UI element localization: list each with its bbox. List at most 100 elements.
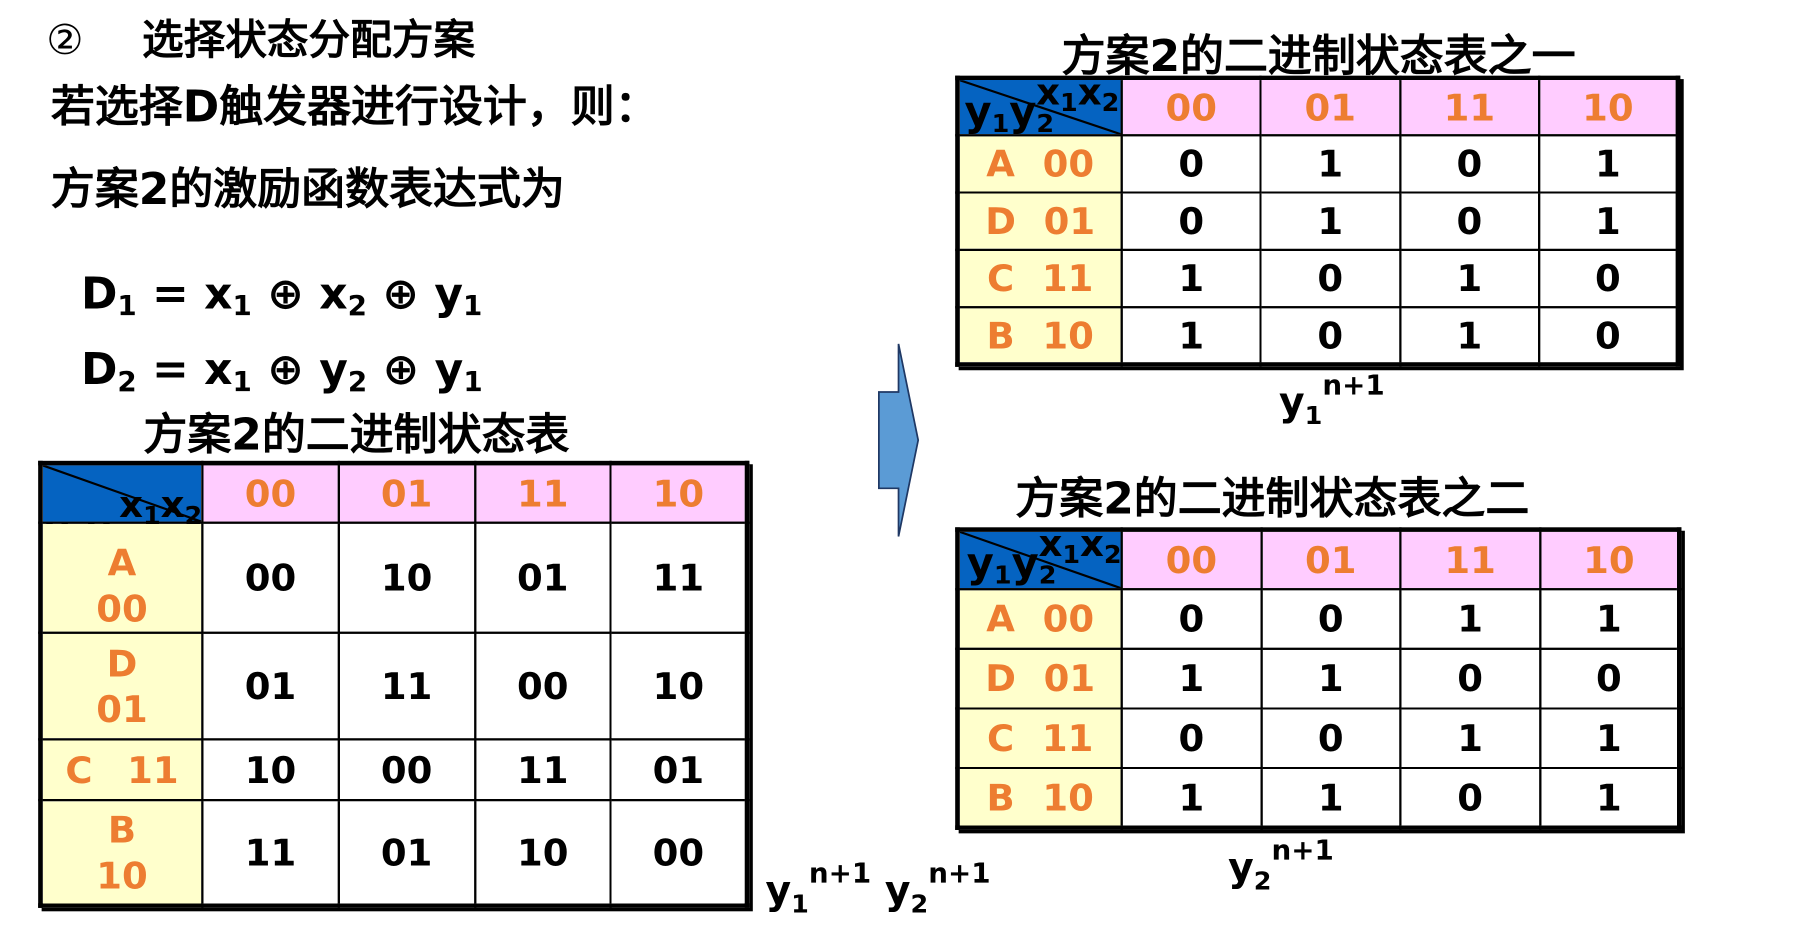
- column-header: 11: [473, 461, 613, 524]
- table-two-output-label: y2n+1: [1228, 834, 1334, 897]
- corner-input-label: x1x2: [1036, 69, 1120, 119]
- corner-cell: x1x2 y1y2: [39, 461, 204, 554]
- table-cell: 1: [1120, 306, 1262, 366]
- table-cell: 1: [1537, 134, 1680, 194]
- table-cell: 1: [1538, 766, 1681, 829]
- formula-d2: D2 = x1 ⊕ y2 ⊕ y1: [80, 343, 483, 398]
- table-cell: 0: [1398, 134, 1541, 194]
- diagonal-line-icon: [42, 465, 202, 522]
- corner-input-label: x1x2: [1038, 521, 1122, 570]
- table-cell: 10: [337, 521, 476, 634]
- table-cell: 01: [201, 631, 340, 741]
- table-header-row: x1x2 y1y2 00 01 11 10: [956, 73, 1680, 139]
- corner-state-label: y1y2: [964, 88, 1055, 139]
- table-cell: 00: [337, 738, 476, 802]
- table-header-row: x1x2 y1y2 00 01 11 10: [39, 461, 749, 554]
- table-cell: 10: [201, 738, 340, 802]
- right-arrow-icon: [877, 343, 920, 537]
- diagonal-line-icon: [959, 80, 1121, 135]
- table-cell: 0: [1120, 707, 1263, 770]
- table-cell: 00: [201, 521, 340, 634]
- table-cell: 0: [1259, 588, 1402, 650]
- column-header: 10: [1538, 528, 1681, 591]
- intro-line: 若选择D触发器进行设计，则：: [50, 81, 659, 132]
- table-cell: 10: [473, 798, 613, 907]
- table-cell: 1: [1259, 134, 1401, 194]
- table-cell: 1: [1399, 588, 1541, 650]
- table-one-title: 方案2的二进制状态表之一: [1061, 30, 1576, 82]
- table-cell: 0: [1399, 647, 1541, 710]
- table-cell: 1: [1399, 707, 1541, 770]
- table-cell: 0: [1398, 191, 1541, 252]
- table-cell: 00: [473, 631, 613, 741]
- table-header-row: x1x2 y1y2 00 01 11 10: [956, 525, 1681, 591]
- column-header: 00: [201, 461, 340, 524]
- table-cell: 1: [1120, 248, 1262, 309]
- column-header: 11: [1399, 528, 1541, 591]
- column-header: 10: [609, 461, 749, 524]
- table-cell: 1: [1259, 191, 1401, 252]
- column-header: 00: [1120, 528, 1263, 591]
- main-table-output-label: y1n+1 y2n+1: [765, 857, 991, 920]
- main-state-table: x1x2 y1y2 00 01 11 10 A00 00 10 01 11 D0…: [38, 460, 750, 908]
- table-two-title: 方案2的二进制状态表之二: [1015, 473, 1530, 524]
- table-cell: 01: [609, 738, 749, 802]
- table-cell: 0: [1120, 588, 1263, 650]
- diagonal-line-icon: [959, 531, 1121, 589]
- column-header: 01: [337, 461, 476, 524]
- circled-two-icon: ②: [46, 17, 84, 65]
- main-table-title: 方案2的二进制状态表: [143, 409, 570, 460]
- table-cell: 11: [609, 521, 749, 634]
- table-cell: 1: [1120, 647, 1263, 710]
- table-cell: 1: [1398, 306, 1541, 366]
- table-cell: 0: [1399, 766, 1541, 829]
- table-cell: 1: [1398, 248, 1541, 309]
- column-header: 01: [1259, 528, 1402, 591]
- table-cell: 11: [201, 798, 340, 907]
- table-cell: 11: [337, 631, 476, 741]
- table-cell: 1: [1259, 647, 1402, 710]
- table-cell: 11: [473, 738, 613, 802]
- column-header: 01: [1259, 76, 1401, 137]
- table-cell: 01: [473, 521, 613, 634]
- step-title: 选择状态分配方案: [142, 17, 476, 65]
- table-cell: 1: [1538, 588, 1681, 650]
- table-cell: 0: [1259, 707, 1402, 770]
- column-header: 10: [1537, 76, 1680, 137]
- table-cell: 0: [1120, 134, 1262, 194]
- table-cell: 1: [1120, 766, 1263, 829]
- table-cell: 0: [1259, 248, 1401, 309]
- formula-d1: D1 = x1 ⊕ x2 ⊕ y1: [80, 268, 483, 323]
- table-cell: 01: [337, 798, 476, 907]
- table-cell: 0: [1120, 191, 1262, 252]
- table-cell: 0: [1537, 248, 1680, 309]
- corner-cell: x1x2 y1y2: [956, 73, 1123, 139]
- table-cell: 0: [1538, 647, 1681, 710]
- table-cell: 1: [1537, 191, 1680, 252]
- table-one-output-label: y1n+1: [1278, 369, 1385, 432]
